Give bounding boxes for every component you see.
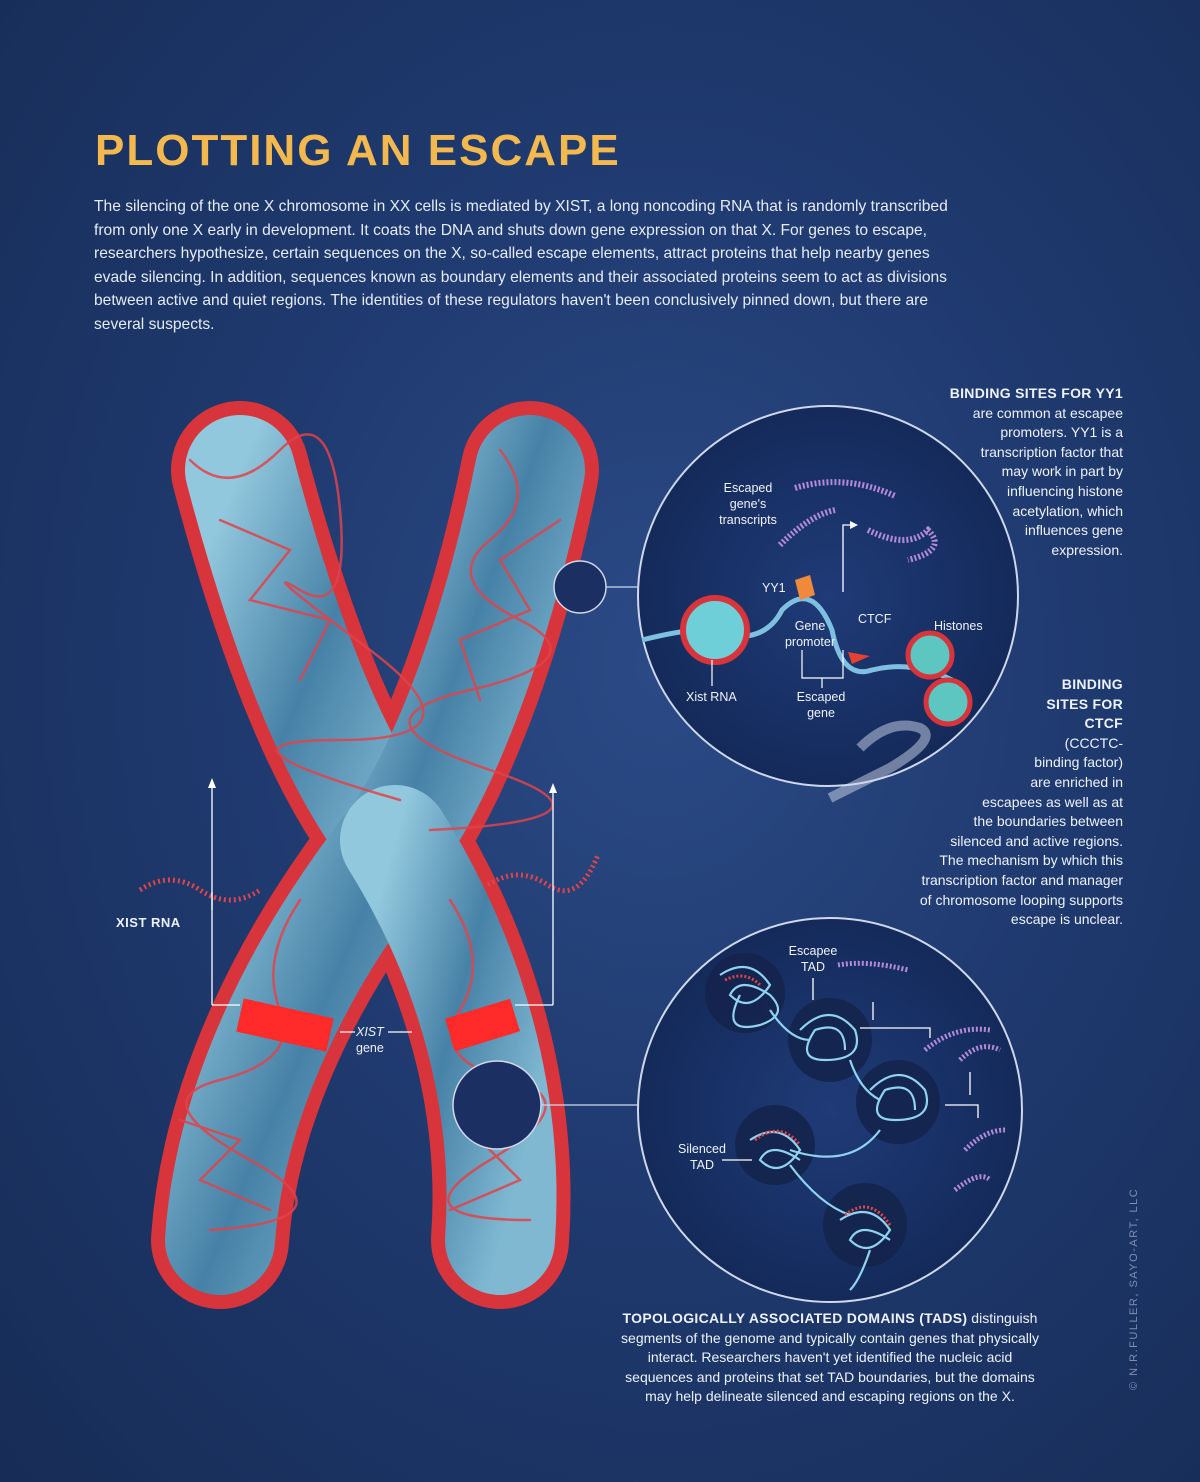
yy1-note-heading: BINDING SITES FOR YY1 — [949, 385, 1123, 401]
tad-note: TOPOLOGICALLY ASSOCIATED DOMAINS (TADS) … — [612, 1309, 1048, 1407]
ctcf-note: BINDING SITES FOR CTCF (CCCTC- binding f… — [920, 675, 1123, 930]
gene-promoter-label: Gene promoter — [780, 618, 840, 650]
note-line: are enriched in — [1030, 773, 1123, 790]
label-line: Gene — [794, 619, 826, 633]
label-line: promoter — [784, 635, 836, 649]
note-line: The mechanism by which this — [939, 852, 1123, 869]
silenced-tad-label: Silenced TAD — [674, 1141, 730, 1173]
escapee-tad-label: Escapee TAD — [785, 943, 841, 975]
inset-promoter — [637, 405, 1019, 803]
xist-gene-label-line: gene — [356, 1041, 384, 1055]
inset-tads — [637, 917, 1023, 1303]
label-line: gene — [807, 706, 835, 720]
tad-note-heading: TOPOLOGICALLY ASSOCIATED DOMAINS (TADS) — [622, 1310, 968, 1326]
xist-rna-inset-label: Xist RNA — [686, 690, 737, 704]
note-line: are common at escapee — [972, 404, 1123, 421]
tad-note-first-line: TOPOLOGICALLY ASSOCIATED DOMAINS (TADS) … — [612, 1309, 1048, 1329]
label-line: Silenced — [678, 1142, 726, 1156]
note-line: may work in part by — [1001, 463, 1123, 480]
histones-label: Histones — [934, 619, 983, 633]
escaped-transcripts-label: Escaped gene's transcripts — [712, 480, 784, 528]
intro-paragraph: The silencing of the one X chromosome in… — [94, 198, 948, 333]
label-line: transcripts — [719, 513, 777, 527]
yy1-note: BINDING SITES FOR YY1 are common at esca… — [950, 384, 1123, 560]
xist-rna-label: XIST RNA — [116, 915, 181, 930]
xist-arrows — [211, 785, 554, 1006]
note-line: escapees as well as at — [982, 793, 1123, 810]
note-line: transcription factor that — [980, 443, 1123, 460]
label-line: Escaped — [796, 690, 846, 704]
note-line: binding factor) — [1034, 754, 1123, 771]
label-line: Escaped — [723, 481, 773, 495]
note-line: promoters. YY1 is a — [1000, 424, 1123, 441]
note-line: (CCCTC- — [1064, 734, 1123, 751]
note-line: silenced and active regions. — [950, 832, 1123, 849]
label-line: Escapee — [788, 944, 838, 958]
label-line: TAD — [689, 1158, 715, 1172]
zoom-marker-lower — [452, 1060, 542, 1150]
artist-credit: © N.R.FULLER, SAYO-ART, LLC — [1128, 1187, 1140, 1390]
escaped-gene-label: Escaped gene — [792, 689, 850, 721]
yy1-label: YY1 — [762, 581, 786, 595]
note-line: of chromosome looping supports — [919, 891, 1123, 908]
ctcf-note-heading: CTCF — [1084, 715, 1123, 732]
note-line: the boundaries between — [973, 813, 1123, 830]
ctcf-note-heading: BINDING — [1061, 676, 1123, 692]
note-line: interact. Researchers haven't yet identi… — [647, 1349, 1013, 1366]
xist-gene-label-line: XIST — [356, 1025, 384, 1039]
label-line: TAD — [800, 960, 826, 974]
x-chromosome — [151, 401, 599, 1309]
ctcf-label: CTCF — [858, 612, 892, 626]
note-line: influences gene — [1024, 522, 1123, 539]
note-line: influencing histone — [1007, 482, 1123, 499]
note-line: expression. — [1051, 541, 1123, 558]
note-line: escape is unclear. — [1010, 911, 1123, 928]
note-line: may help delineate silenced and escaping… — [645, 1388, 1015, 1405]
note-line: distinguish — [967, 1310, 1038, 1326]
zoom-marker-upper — [553, 560, 607, 614]
note-line: sequences and proteins that set TAD boun… — [625, 1368, 1035, 1385]
ctcf-note-heading: SITES FOR — [1046, 695, 1123, 712]
note-line: acetylation, which — [1012, 502, 1123, 519]
note-line: transcription factor and manager — [921, 871, 1123, 888]
xist-gene-label: XIST gene — [356, 1024, 384, 1056]
note-line: segments of the genome and typically con… — [621, 1329, 1039, 1346]
page-title: PLOTTING AN ESCAPE — [95, 126, 621, 175]
label-line: gene's — [729, 497, 767, 511]
